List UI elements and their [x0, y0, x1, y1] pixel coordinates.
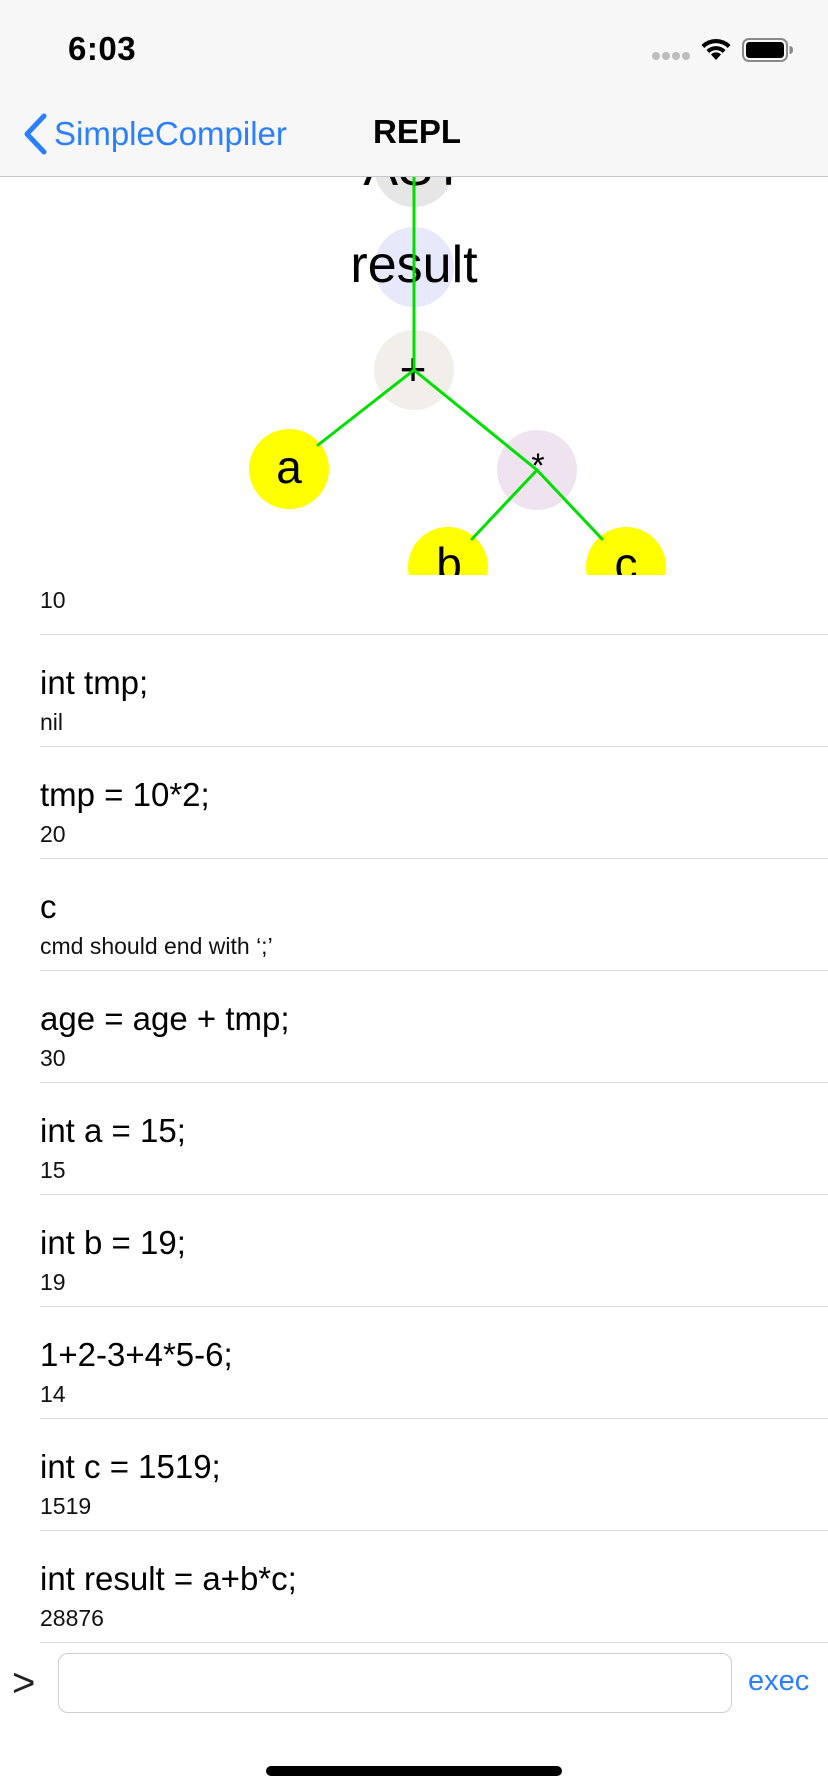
history-row[interactable]: int c = 1519; 1519 — [40, 1419, 828, 1531]
history-result: 19 — [40, 1269, 66, 1295]
history-command: int b = 19; — [40, 1224, 186, 1261]
navigation-bar: SimpleCompiler REPL — [0, 95, 828, 177]
history-result: nil — [40, 709, 64, 735]
cellular-signal-icon — [652, 52, 692, 62]
history-result: 20 — [40, 821, 66, 847]
history-row[interactable]: c cmd should end with ‘;’ — [40, 859, 828, 971]
ast-leaf-b — [408, 527, 488, 575]
history-command: tmp = 10*2; — [40, 776, 210, 813]
history-result: 10 — [40, 587, 66, 613]
history-row[interactable]: 10 — [40, 575, 828, 635]
ast-tree-view: AST result + * a b c — [0, 177, 828, 575]
wifi-icon — [701, 38, 731, 60]
history-row[interactable]: int result = a+b*c; 28876 — [40, 1531, 828, 1643]
battery-icon — [742, 38, 793, 62]
history-command: int c = 1519; — [40, 1448, 221, 1485]
history-row[interactable]: int a = 15; 15 — [40, 1083, 828, 1195]
history-command: c — [40, 888, 57, 925]
history-row[interactable]: tmp = 10*2; 20 — [40, 747, 828, 859]
history-row[interactable]: int tmp; nil — [40, 635, 828, 747]
history-result: cmd should end with ‘;’ — [40, 933, 273, 959]
ast-label-c: c — [615, 538, 638, 575]
command-input[interactable] — [58, 1653, 732, 1713]
history-command: int tmp; — [40, 664, 149, 701]
history-command: 1+2-3+4*5-6; — [40, 1336, 233, 1373]
history-command: age = age + tmp; — [40, 1000, 290, 1037]
exec-button[interactable]: exec — [748, 1665, 810, 1697]
ast-edge-plus-a — [316, 368, 416, 447]
ast-label-a: a — [276, 441, 302, 493]
status-time: 6:03 — [68, 30, 137, 67]
history-command: int result = a+b*c; — [40, 1560, 297, 1597]
history-row[interactable]: 1+2-3+4*5-6; 14 — [40, 1307, 828, 1419]
chevron-left-icon — [24, 113, 47, 155]
ast-leaf-c — [586, 527, 666, 575]
back-label: SimpleCompiler — [54, 115, 287, 152]
history-result: 30 — [40, 1045, 66, 1071]
ast-edge-times-b — [470, 468, 539, 541]
status-bar: 6:03 — [0, 0, 828, 95]
command-input-bar: > exec — [0, 1643, 828, 1723]
history-row[interactable]: int b = 19; 19 — [40, 1195, 828, 1307]
ast-edge-times-c — [535, 468, 604, 541]
history-result: 1519 — [40, 1493, 92, 1519]
ast-label-b: b — [436, 538, 462, 575]
ast-edge-plus-times — [412, 368, 539, 472]
history-result: 14 — [40, 1381, 66, 1407]
repl-history-list[interactable]: 10 int tmp; nil tmp = 10*2; 20 c cmd sho… — [0, 575, 828, 1643]
history-result: 28876 — [40, 1605, 104, 1631]
page-title: REPL — [373, 113, 462, 150]
ast-leaf-a — [249, 429, 329, 509]
home-indicator[interactable] — [266, 1766, 562, 1776]
ast-tree-diagram: AST result + * a b c — [249, 177, 666, 575]
history-result: 15 — [40, 1157, 66, 1183]
history-command: int a = 15; — [40, 1112, 186, 1149]
back-button[interactable]: SimpleCompiler — [22, 109, 287, 159]
prompt-symbol: > — [12, 1661, 36, 1705]
history-row[interactable]: age = age + tmp; 30 — [40, 971, 828, 1083]
